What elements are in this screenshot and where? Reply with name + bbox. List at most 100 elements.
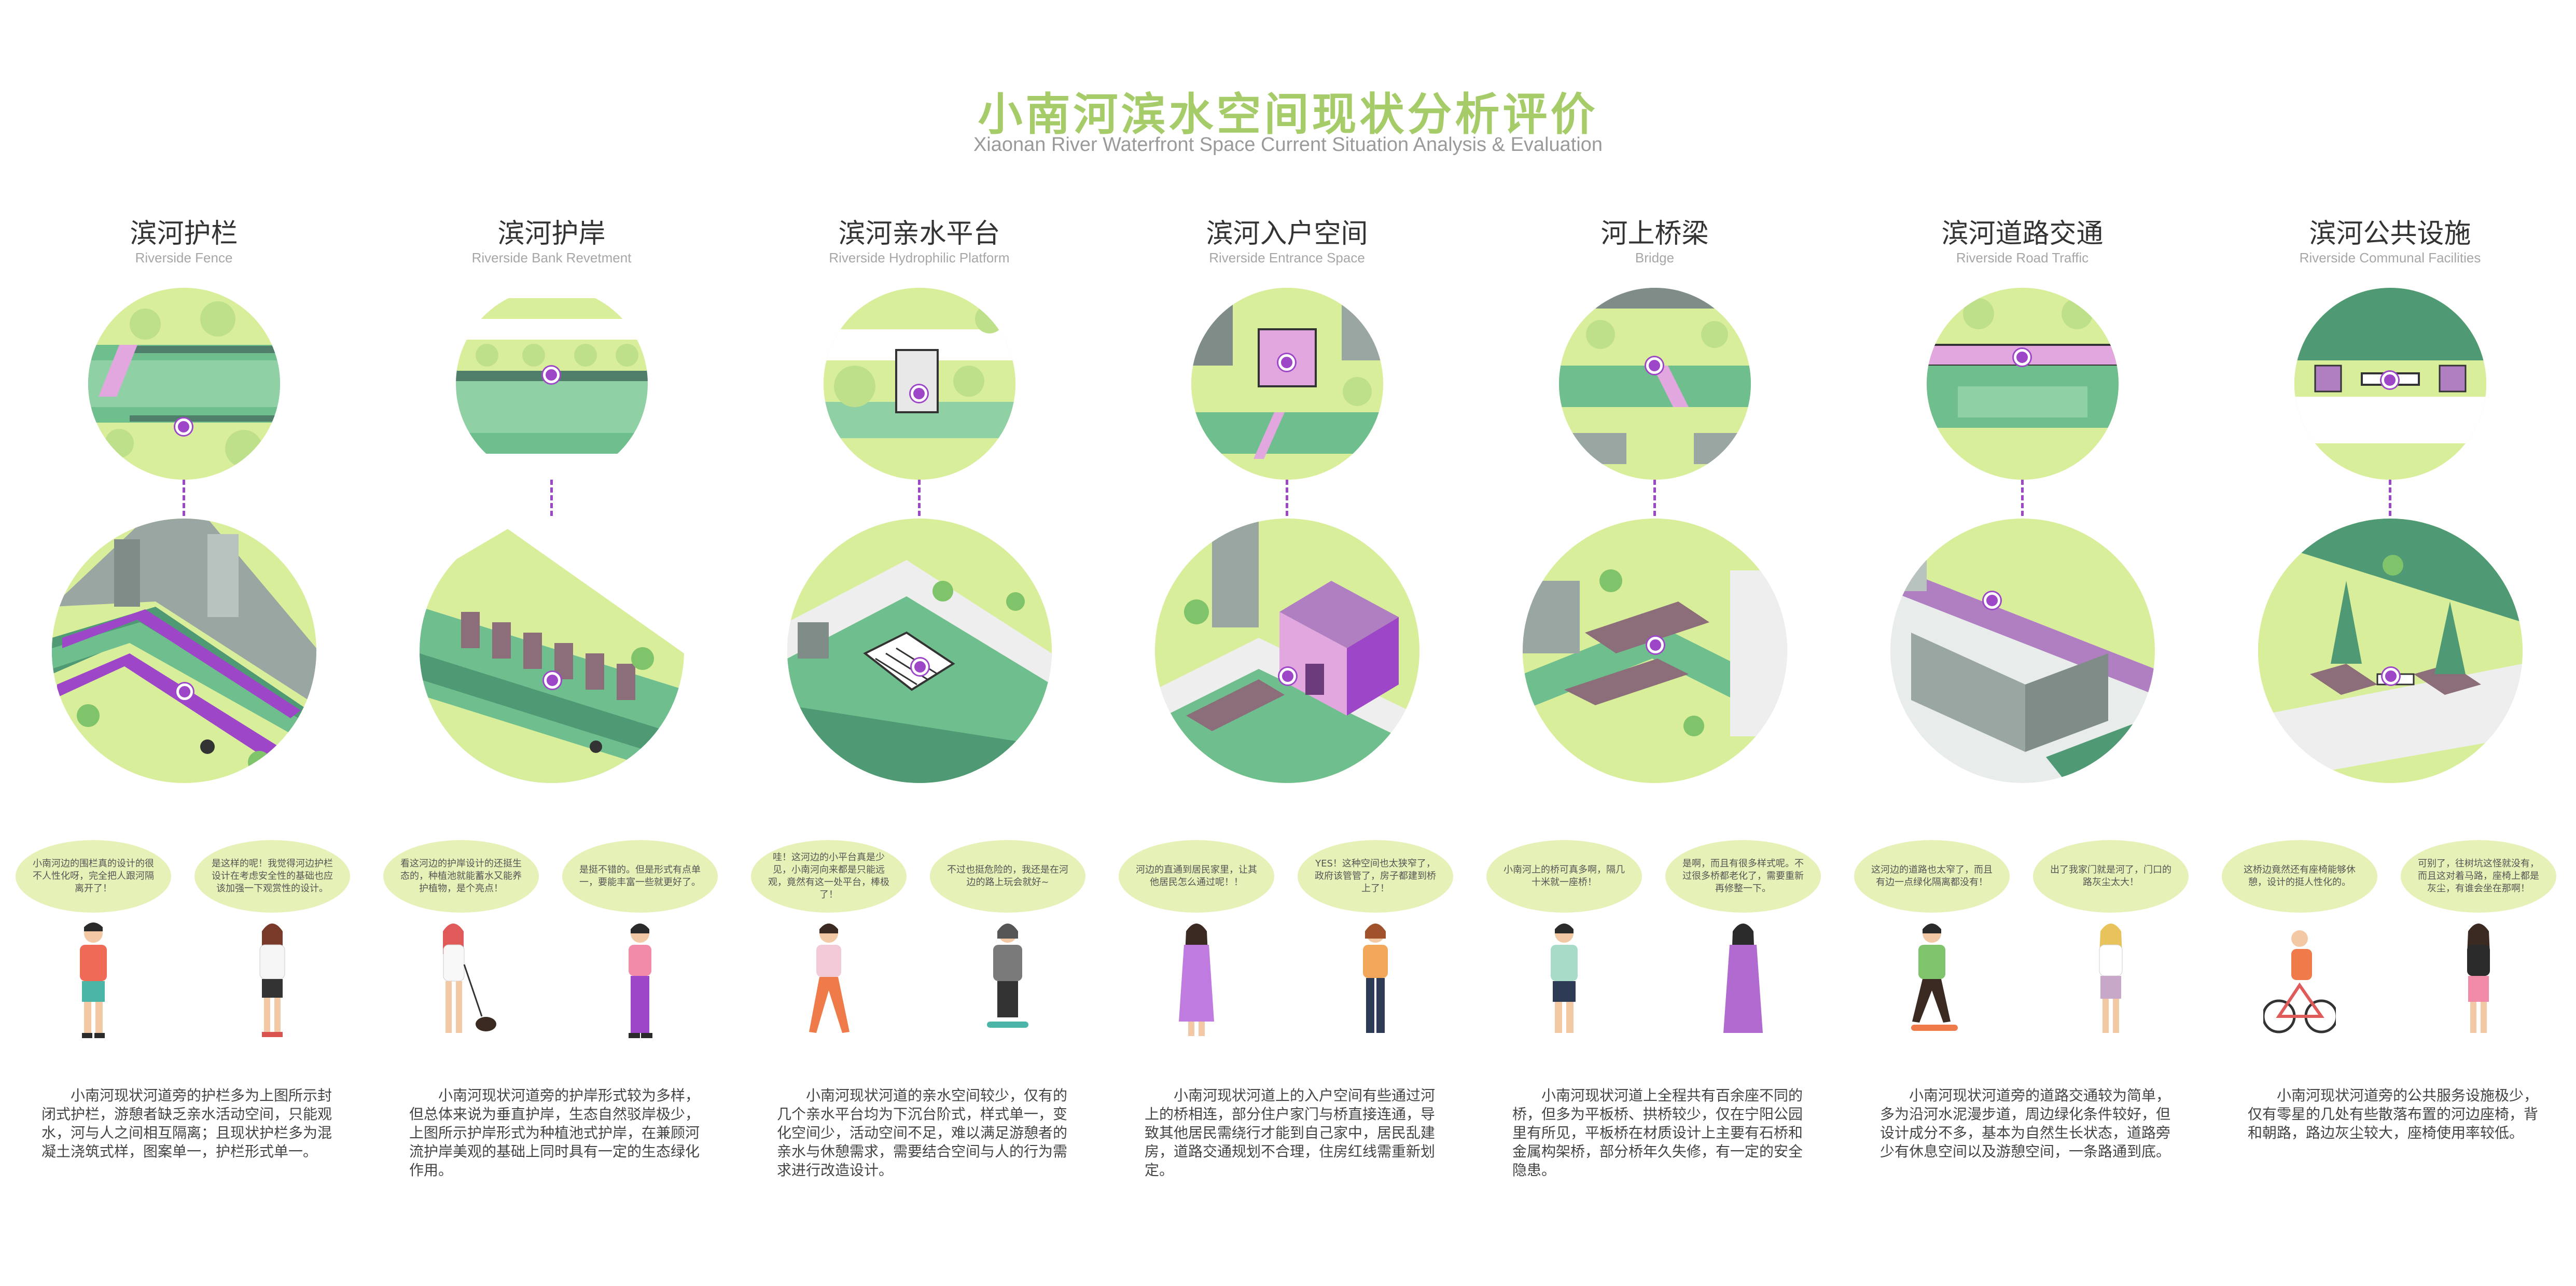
iso-marker-dot — [1279, 668, 1296, 684]
plan-view-illustration — [1927, 288, 2119, 480]
iso-view-illustration — [52, 519, 316, 783]
plan-view-circle — [1559, 288, 1751, 480]
column-facilities: 滨河公共设施 Riverside Communal Facilities — [2206, 0, 2574, 1286]
plan-marker-dot — [543, 367, 560, 383]
person-figure — [1911, 924, 1958, 1031]
iso-marker-dot — [176, 683, 193, 700]
column-header: 滨河入户空间 Riverside Entrance Space — [1103, 218, 1471, 265]
plan-view-circle — [824, 288, 1015, 480]
plan-marker-dot — [1278, 354, 1295, 371]
person-figure — [2263, 930, 2336, 1033]
column-title: 滨河公共设施 — [2309, 218, 2471, 249]
iso-view-circle — [2258, 519, 2523, 783]
person-figure — [2467, 924, 2490, 1033]
iso-marker-dot — [544, 672, 561, 689]
iso-view-circle — [52, 519, 316, 783]
iso-view-circle — [1155, 519, 1419, 783]
page-subtitle: Xiaonan River Waterfront Space Current S… — [973, 134, 1603, 156]
column-subtitle: Riverside Entrance Space — [1209, 250, 1365, 265]
person-figure — [80, 922, 107, 1038]
plan-view-illustration — [824, 288, 1015, 480]
iso-view-illustration — [1155, 519, 1419, 783]
plan-view-circle — [2294, 288, 2486, 480]
column-header: 滨河护岸 Riverside Bank Revetment — [368, 218, 735, 265]
iso-marker-dot — [912, 659, 928, 675]
column-subtitle: Riverside Bank Revetment — [471, 250, 632, 265]
person-figure — [809, 924, 850, 1033]
speech-bubble: 哇！这河边的小平台真是少见，小南河向来都是只能远观，竟然有这一处平台，棒极了！ — [751, 840, 907, 913]
speech-bubble: 是挺不错的。但是形式有点单一，要能丰富一些就更好了。 — [562, 840, 718, 913]
column-title: 滨河护栏 — [130, 218, 238, 249]
plan-view-circle — [1191, 288, 1383, 480]
plan-view-illustration — [1191, 288, 1383, 480]
plan-marker-dot — [1646, 357, 1663, 374]
column-fence: 滨河护栏 Riverside Fence — [0, 0, 368, 1286]
speech-bubble: 看这河边的护岸设计的还挺生态的，种植池就能蓄水又能养护植物，是个亮点！ — [383, 840, 539, 913]
person-figure — [629, 924, 652, 1038]
column-subtitle: Riverside Fence — [135, 250, 233, 265]
page-title: 小南河滨水空间现状分析评价 — [978, 89, 1598, 141]
column-header: 滨河道路交通 Riverside Road Traffic — [1839, 218, 2206, 265]
plan-view-illustration — [1559, 288, 1751, 480]
speech-bubble: 是这样的呢！我觉得河边护栏设计在考虑安全性的基础也应该加强一下观赏性的设计。 — [194, 840, 350, 913]
iso-view-circle — [1890, 519, 2155, 783]
iso-marker-dot — [1984, 592, 2000, 609]
iso-view-circle — [787, 519, 1052, 783]
column-title: 滨河道路交通 — [1941, 218, 2104, 249]
person-figure — [1363, 924, 1388, 1033]
column-bridge: 河上桥梁 Bridge 小南河上的桥可真多啊，隔几十米就一座桥！ — [1471, 0, 1839, 1286]
plan-view-circle — [456, 288, 648, 480]
speech-bubble: 小南河上的桥可真多啊，隔几十米就一座桥！ — [1486, 840, 1642, 913]
description-text: 小南河现状河道上的入户空间有些通过河上的桥相连，部分住户家门与桥直接连通，导致其… — [1145, 1087, 1436, 1179]
person-figure — [987, 924, 1028, 1028]
description-text: 小南河现状河道旁的公共服务设施极少，仅有零星的几处有些散落布置的河边座椅，背和朝… — [2248, 1087, 2539, 1141]
iso-view-illustration — [2258, 519, 2523, 783]
column-revetment: 滨河护岸 Riverside Bank Revetment — [368, 0, 735, 1286]
person-figure — [1551, 924, 1578, 1033]
column-subtitle: Bridge — [1635, 250, 1675, 265]
column-subtitle: Riverside Hydrophilic Platform — [829, 250, 1010, 265]
plan-marker-dot — [911, 385, 927, 402]
plan-view-circle — [1927, 288, 2119, 480]
column-title: 河上桥梁 — [1600, 218, 1709, 249]
plan-view-circle — [88, 288, 280, 480]
iso-marker-dot — [1647, 637, 1664, 653]
speech-bubble: 小南河边的围栏真的设计的很不人性化呀，完全把人跟河隔离开了！ — [16, 840, 171, 913]
description-text: 小南河现状河道上全程共有百余座不同的桥，但多为平板桥、拱桥较少，仅在宁阳公园里有… — [1512, 1087, 1803, 1179]
speech-bubble: 可别了，往树坑这怪就没有，而且这对着马路，座椅上都是灰尘，有谁会坐在那啊！ — [2401, 840, 2556, 913]
plan-marker-dot — [2382, 372, 2398, 388]
column-title: 滨河护岸 — [497, 218, 606, 249]
iso-view-illustration — [787, 519, 1052, 783]
column-title: 滨河入户空间 — [1206, 218, 1368, 249]
speech-bubble: 是啊，而且有很多样式呢。不过很多桥都老化了，需要重新再修整一下。 — [1665, 840, 1821, 913]
iso-view-illustration — [420, 519, 684, 783]
plan-view-illustration — [88, 288, 280, 480]
column-header: 滨河亲水平台 Riverside Hydrophilic Platform — [735, 218, 1103, 265]
column-header: 滨河公共设施 Riverside Communal Facilities — [2206, 218, 2574, 265]
column-road: 滨河道路交通 Riverside Road Traffic 这河边的道路也太窄了… — [1839, 0, 2206, 1286]
speech-bubble: 这河边的道路也太窄了，而且有边一点绿化隔离都没有！ — [1854, 840, 2010, 913]
column-header: 河上桥梁 Bridge — [1471, 218, 1839, 265]
description-text: 小南河现状河道旁的护岸形式较为多样，但总体来说为垂直护岸，生态自然驳岸极少，上图… — [409, 1087, 700, 1179]
speech-bubble: 不过也挺危险的，我还是在河边的路上玩会就好~ — [930, 840, 1085, 913]
column-platform: 滨河亲水平台 Riverside Hydrophilic Platform — [735, 0, 1103, 1286]
plan-view-illustration — [2294, 288, 2486, 480]
plan-marker-dot — [175, 418, 192, 435]
person-figure — [259, 924, 285, 1037]
person-figure — [443, 924, 496, 1033]
plan-view-illustration — [456, 288, 648, 480]
column-subtitle: Riverside Communal Facilities — [2299, 250, 2481, 265]
iso-view-illustration — [1890, 519, 2155, 783]
speech-bubble: 出了我家门就是河了，门口的路灰尘太大！ — [2033, 840, 2189, 913]
description-text: 小南河现状河道的亲水空间较少，仅有的几个亲水平台均为下沉台阶式，样式单一，变化空… — [777, 1087, 1068, 1179]
speech-bubble: 河边的直通到居民家里，让其他居民怎么通过呢！！ — [1119, 840, 1274, 913]
iso-view-circle — [1523, 519, 1787, 783]
column-entrance: 滨河入户空间 Riverside Entrance Space — [1103, 0, 1471, 1286]
column-subtitle: Riverside Road Traffic — [1956, 250, 2089, 265]
speech-bubble: YES！这种空间也太狭窄了，政府该管管了，房子都建到桥上了！ — [1298, 840, 1453, 913]
plan-marker-dot — [2014, 349, 2030, 366]
speech-bubble: 这桥边竟然还有座椅能够休憩，设计的挺人性化的。 — [2222, 840, 2377, 913]
description-text: 小南河现状河道旁的护栏多为上图所示封闭式护栏，游憩者缺乏亲水活动空间，只能观水，… — [41, 1087, 332, 1160]
column-header: 滨河护栏 Riverside Fence — [0, 218, 368, 265]
iso-marker-dot — [2383, 668, 2399, 684]
